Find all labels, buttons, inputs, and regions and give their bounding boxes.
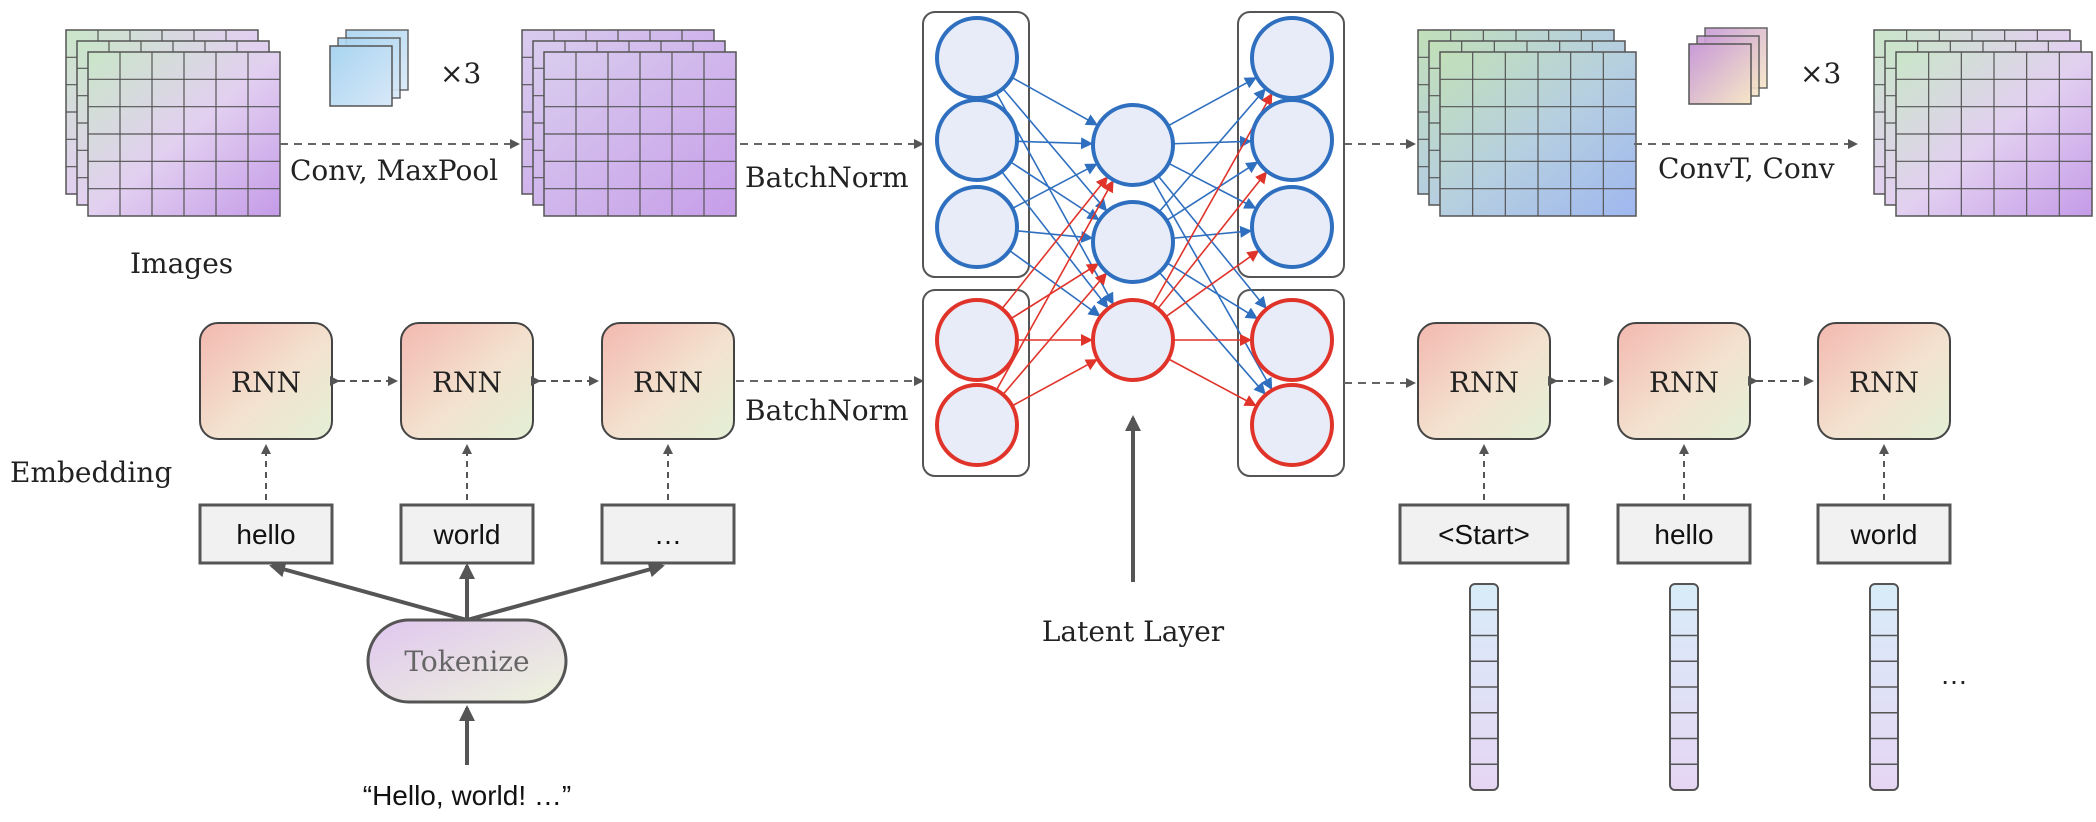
network-edge [1011, 359, 1098, 407]
decoder-rnn-cell: RNN [1817, 322, 1951, 440]
token-text: hello [236, 519, 295, 550]
conv-repeat-label: ×3 [440, 57, 481, 90]
text-neuron [1250, 298, 1334, 382]
decoder-token-box: hello [1616, 503, 1752, 565]
output-image-stack [1873, 29, 2093, 217]
decoder-rnn-row: RNN RNN RNN [1417, 322, 1951, 440]
deconv-repeat-label: ×3 [1800, 57, 1841, 90]
convt-conv-label: ConvT, Conv [1658, 152, 1835, 185]
network-edge [1166, 262, 1258, 320]
image-neuron [1250, 98, 1334, 182]
token-text: world [1850, 519, 1918, 550]
token-text: … [654, 519, 682, 550]
network-edge [1010, 161, 1100, 221]
embedding-vectors [1469, 583, 1899, 791]
rnn-label: RNN [1449, 366, 1519, 399]
rnn-label: RNN [633, 366, 703, 399]
text-neuron [1250, 383, 1334, 467]
network-edge [1157, 171, 1268, 310]
feature-map-layer [1439, 51, 1637, 217]
network-edge [1001, 176, 1109, 310]
embedding-vector [1669, 583, 1699, 791]
network-edge [1016, 137, 1094, 150]
embedding-vector [1469, 583, 1499, 791]
text-neuron [935, 383, 1019, 467]
image-neuron [1250, 185, 1334, 269]
decoder-rnn-cell: RNN [1417, 322, 1551, 440]
token-text: <Start> [1438, 519, 1530, 550]
network-edge [1000, 171, 1109, 309]
image-neuron [935, 16, 1019, 100]
feature-map-layer [1895, 51, 2093, 217]
token-text: hello [1654, 519, 1713, 550]
network-edge [1168, 162, 1257, 209]
input-image-stack [65, 29, 281, 217]
deconv-filter-icon [1688, 27, 1768, 105]
batchnorm-bottom-label: BatchNorm [745, 394, 909, 427]
network-edge [1008, 249, 1101, 317]
image-neuron [1250, 16, 1334, 100]
network-edge [1166, 161, 1259, 222]
feature-map-layer [87, 51, 281, 217]
tokenize-label: Tokenize [404, 645, 529, 678]
encoder-token-box: world [399, 503, 535, 565]
conv-maxpool-label: Conv, MaxPool [290, 154, 498, 187]
network-nodes [935, 16, 1334, 467]
rnn-label: RNN [231, 366, 301, 399]
image-neuron [935, 98, 1019, 182]
decoder-feature-stack [1417, 29, 1637, 217]
encoder-token-box: hello [198, 503, 334, 565]
rnn-label: RNN [1649, 366, 1719, 399]
token-text: world [433, 519, 501, 550]
encoder-rnn-row: RNN RNN RNN [199, 322, 735, 440]
network-edge [1011, 76, 1099, 126]
network-edge [1002, 87, 1108, 212]
encoder-rnn-cell: RNN [400, 322, 534, 440]
embedding-label: Embedding [10, 456, 172, 489]
network-edge [1002, 272, 1108, 396]
network-edge [1012, 163, 1098, 210]
network-edge [1172, 135, 1253, 148]
network-connections [995, 76, 1273, 407]
network-edge [1167, 77, 1257, 127]
text-neuron [935, 298, 1019, 382]
output-ellipsis: … [1940, 659, 1968, 690]
encoder-token-box: … [600, 503, 736, 565]
image-neuron [1091, 103, 1175, 187]
image-neuron [1091, 200, 1175, 284]
images-label: Images [130, 247, 233, 280]
latent-layer-label: Latent Layer [1042, 615, 1225, 648]
network-edge [1158, 88, 1266, 213]
decoder-rnn-cell: RNN [1617, 322, 1751, 440]
network-edge [1165, 250, 1260, 318]
decoder-token-box: world [1816, 503, 1952, 565]
rnn-label: RNN [432, 366, 502, 399]
batchnorm-top-label: BatchNorm [745, 161, 909, 194]
network-edge [1016, 230, 1094, 243]
embedding-vector [1869, 583, 1899, 791]
encoder-rnn-cell: RNN [601, 322, 735, 440]
network-edge [1010, 263, 1100, 320]
tokenize-to-ellipsis-arrow [466, 561, 665, 622]
tokenize-to-hello-arrow [269, 561, 468, 622]
rnn-label: RNN [1849, 366, 1919, 399]
encoder-rnn-cell: RNN [199, 322, 333, 440]
network-edge [1158, 271, 1266, 395]
network-edge [1172, 225, 1253, 240]
conv-filter-icon [329, 29, 409, 107]
feature-map-layer [543, 51, 737, 217]
decoder-token-box: <Start> [1398, 503, 1570, 565]
network-edge [1167, 358, 1257, 407]
image-neuron [935, 185, 1019, 269]
conv-feature-stack [521, 29, 737, 217]
input-text: “Hello, world! …” [363, 780, 571, 811]
tokenize-box: Tokenize [366, 618, 568, 704]
text-neuron [1091, 298, 1175, 382]
